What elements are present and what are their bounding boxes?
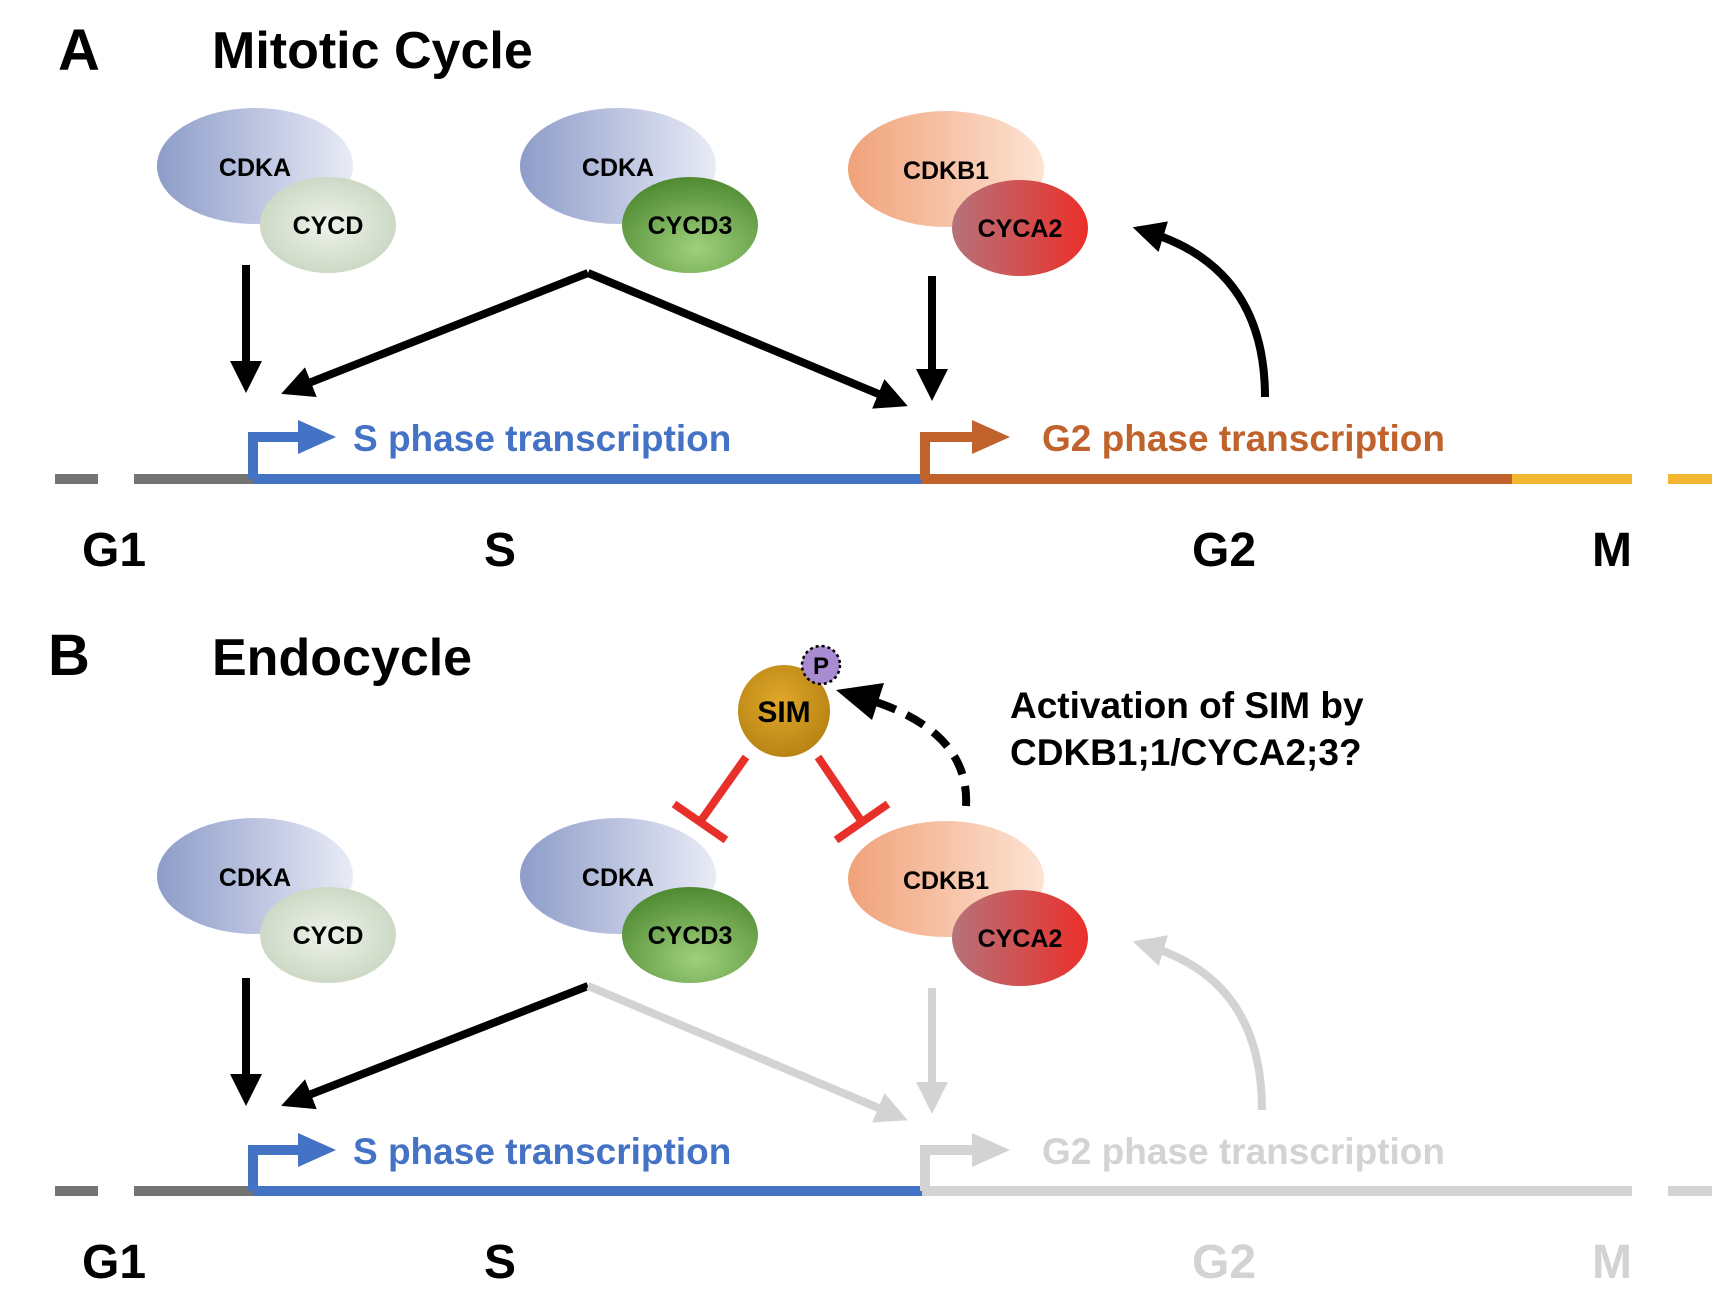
complex-cdka-cycd3: CDKA CYCD3 [520,818,758,983]
complex-cdka-cycd: CDKA CYCD [157,818,396,983]
complex-cdka-cycd3: CDKA CYCD3 [520,108,758,273]
s-promoter [248,1145,300,1191]
s-transcription-label: S phase transcription [353,418,731,459]
cycd-label: CYCD [293,212,364,240]
arrow-g2-feedback [1132,221,1269,398]
phase-g1-label: G1 [82,1236,146,1289]
cyca2-ellipse [952,180,1088,276]
g2-promoter [920,432,974,479]
panel-b-letter: B [48,623,90,688]
inhibition-bar [671,800,729,844]
phase-g2-label-inactive: G2 [1192,1236,1256,1289]
complex-cdkb1-cyca2: CDKB1 CYCA2 [848,111,1088,276]
panel-a-letter: A [58,18,100,83]
sim-circle [738,665,830,757]
g2-promoter-arrowhead [972,420,1010,454]
phosphate-circle [800,644,842,686]
timeline-b [55,1133,1712,1196]
cdkb1-label: CDKB1 [903,867,989,895]
cycd-ellipse [260,177,396,273]
cycd3-label: CYCD3 [648,212,733,240]
panel-b-title: Endocycle [212,629,472,687]
arrow-g2-feedback-inactive [1132,935,1266,1111]
dashed-arrowhead [836,683,884,720]
note-line-2: CDKB1;1/CYCA2;3? [1010,732,1362,773]
panel-a: A Mitotic Cycle CDKA CYCD CDKA CYCD3 CDK… [55,18,1712,577]
inhibition-cycd3 [671,754,750,844]
dashed-arrow-line [868,696,971,807]
cdka-label: CDKA [582,154,654,182]
sim-protein: SIM P [738,644,842,757]
s-transcription-label: S phase transcription [353,1131,731,1172]
s-promoter-arrowhead [298,1133,336,1167]
arrow-cycd3-to-g2-inactive [586,982,908,1123]
inhibition-line [814,754,866,825]
g2-transcription-label-inactive: G2 phase transcription [1042,1131,1445,1172]
cdka-label: CDKA [582,864,654,892]
inhibition-cyca2 [814,754,891,844]
cyca2-label: CYCA2 [978,215,1063,243]
cdka-label: CDKA [219,864,291,892]
arrow-cycd3-to-s [281,269,590,398]
g2-promoter-inactive [920,1145,974,1191]
phosphate-label: P [813,653,829,680]
phase-m-label: M [1592,524,1632,577]
note-line-1: Activation of SIM by [1010,685,1364,726]
s-promoter [248,432,300,479]
inhibition-line [696,754,750,825]
g2-transcription-label: G2 phase transcription [1042,418,1445,459]
panel-b: B Endocycle SIM P Activation of SIM by C… [48,623,1712,1289]
panel-a-title: Mitotic Cycle [212,22,533,80]
arrow-cycd3-to-s [281,982,590,1110]
cyca2-label: CYCA2 [978,925,1063,953]
cycd3-ellipse [622,887,758,983]
sim-label: SIM [757,696,810,729]
phase-s-label: S [484,524,516,577]
timeline-a [55,420,1712,484]
cycd3-label: CYCD3 [648,922,733,950]
complex-cdkb1-cyca2: CDKB1 CYCA2 [848,821,1088,986]
cyca2-ellipse [952,890,1088,986]
phase-g2-label: G2 [1192,524,1256,577]
cycd-ellipse [260,887,396,983]
arrow-cycd3-to-g2 [586,269,908,409]
complex-cdka-cycd: CDKA CYCD [157,108,396,273]
s-promoter-arrowhead [298,420,336,454]
phase-s-label: S [484,1236,516,1289]
phase-m-label-inactive: M [1592,1236,1632,1289]
g2-promoter-arrowhead-inactive [972,1133,1010,1167]
cdkb1-label: CDKB1 [903,157,989,185]
cycd3-ellipse [622,177,758,273]
inhibition-bar [833,800,891,844]
cycd-label: CYCD [293,922,364,950]
cdka-label: CDKA [219,154,291,182]
phase-g1-label: G1 [82,524,146,577]
